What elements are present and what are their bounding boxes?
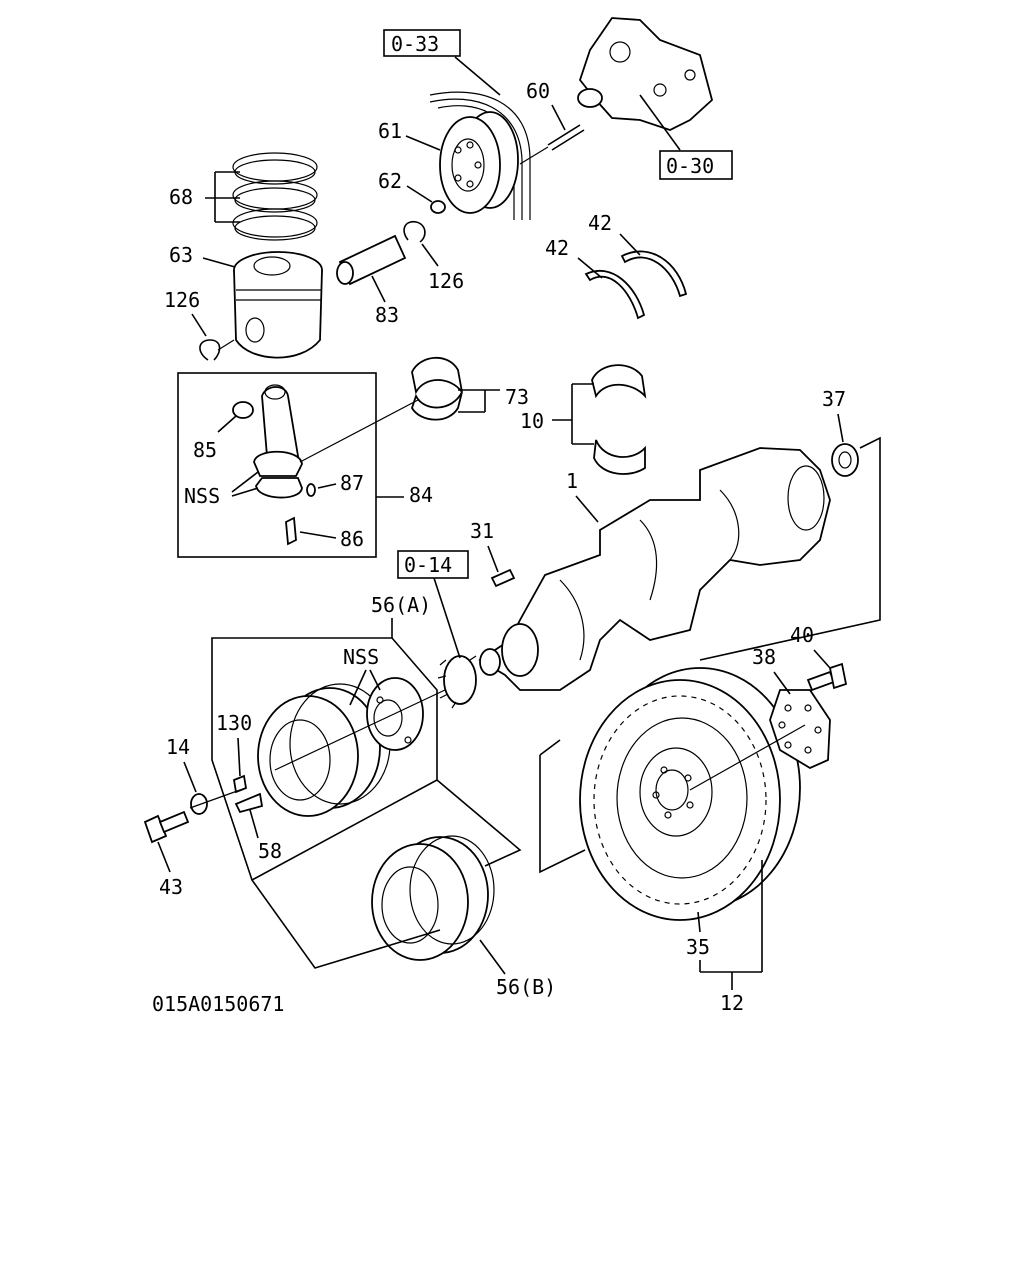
figure-code: 015A0150671 [152, 992, 284, 1016]
label-1: 1 [566, 469, 578, 493]
thrust-washer-lower [584, 269, 646, 320]
piston-pin-part [336, 234, 407, 286]
water-pump-part [454, 17, 714, 151]
label-56b: 56(B) [496, 975, 556, 999]
snap-ring-right [403, 220, 426, 243]
svg-text:0-14: 0-14 [404, 553, 452, 577]
svg-text:0-33: 0-33 [391, 32, 439, 56]
label-31: 31 [470, 519, 494, 543]
label-60: 60 [526, 79, 550, 103]
stud-part-60 [519, 124, 585, 165]
fan-pulley-part [439, 111, 519, 214]
label-83: 83 [375, 303, 399, 327]
label-42-upper: 42 [588, 211, 612, 235]
snap-ring-left [199, 339, 221, 361]
label-nss-conrod: NSS [184, 484, 220, 508]
label-37: 37 [822, 387, 846, 411]
label-126-right: 126 [428, 269, 464, 293]
pulley-a-box [211, 637, 438, 882]
label-12: 12 [720, 991, 744, 1015]
label-86: 86 [340, 527, 364, 551]
label-38: 38 [752, 645, 776, 669]
label-62: 62 [378, 169, 402, 193]
nut-part-62 [430, 200, 446, 214]
label-42-lower: 42 [545, 236, 569, 260]
main-bearing-part [591, 364, 647, 475]
label-61: 61 [378, 119, 402, 143]
label-58: 58 [258, 839, 282, 863]
flywheel-bolt-part [806, 662, 848, 692]
ref-box-0-33[interactable]: 0-33 [383, 29, 461, 57]
label-73: 73 [505, 385, 529, 409]
crankshaft-part [478, 447, 831, 691]
thrust-washer-upper [620, 250, 688, 298]
label-130: 130 [216, 711, 252, 735]
label-35: 35 [686, 935, 710, 959]
pilot-bearing-part [831, 443, 859, 477]
pulley-b-part [371, 835, 495, 961]
label-40: 40 [790, 623, 814, 647]
svg-text:0-30: 0-30 [666, 154, 714, 178]
crank-bolt-part [143, 810, 190, 844]
piston-rings-part [232, 152, 318, 241]
flywheel-part [579, 667, 801, 921]
crank-gear-part [437, 655, 477, 709]
label-43: 43 [159, 875, 183, 899]
conrod-assembly-box [177, 372, 377, 558]
ref-box-0-14[interactable]: 0-14 [397, 550, 469, 579]
piston-part [233, 251, 323, 359]
label-68: 68 [169, 185, 193, 209]
ref-box-0-30[interactable]: 0-30 [659, 150, 733, 180]
label-nss-pulley: NSS [343, 645, 379, 669]
label-63: 63 [169, 243, 193, 267]
label-85: 85 [193, 438, 217, 462]
washer-part [190, 793, 208, 815]
label-10: 10 [520, 409, 544, 433]
label-14: 14 [166, 735, 190, 759]
key-part [490, 568, 516, 588]
label-56a: 56(A) [371, 593, 431, 617]
rod-bearing-part [411, 356, 463, 421]
label-84: 84 [409, 483, 433, 507]
label-126-left: 126 [164, 288, 200, 312]
label-87: 87 [340, 471, 364, 495]
flywheel-plate-part [769, 689, 831, 770]
